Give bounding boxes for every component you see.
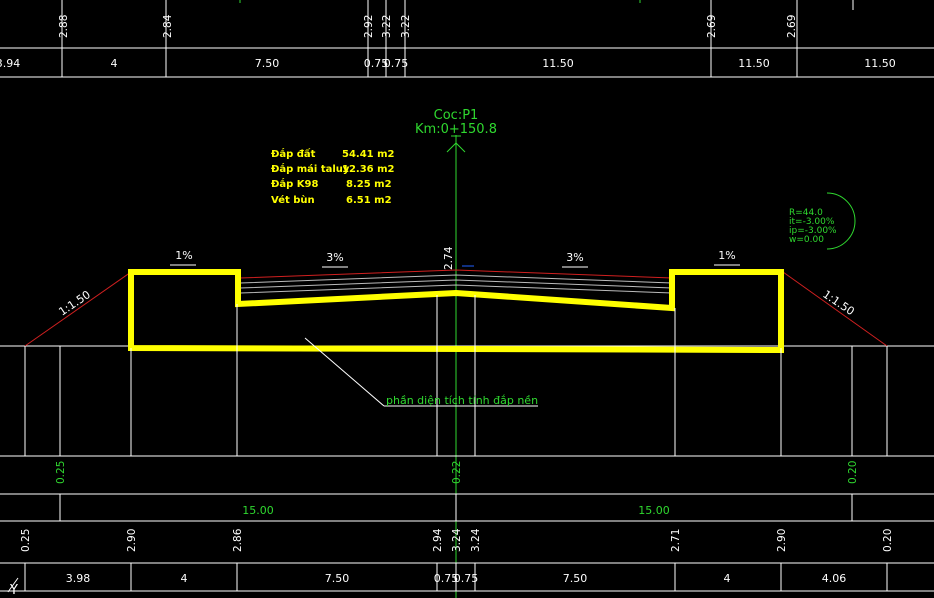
volume-value: 12.36 m2: [342, 164, 395, 175]
volume-label: Vét bùn: [271, 194, 315, 206]
slope-label-left-shoulder: 1%: [175, 249, 192, 262]
top-ruler-row-labels: 3.94 4 7.50 0.75 0.75 11.50 11.50 11.50: [0, 57, 896, 70]
bottom-row-labels: 3.98 4 7.50 0.75 0.75 7.50 4 4.06: [66, 572, 847, 585]
volume-value: 54.41 m2: [342, 149, 395, 160]
ground-elev-label: 0.20: [847, 461, 859, 484]
top-vert-label: 2.69: [706, 15, 718, 38]
volume-label: Đắp đất: [271, 147, 316, 160]
bottom-vert-label: 2.94: [432, 528, 444, 552]
batter-slopes: [24, 271, 888, 347]
ground-elev-label: 0.25: [55, 461, 67, 484]
top-vert-label: 3.22: [381, 15, 393, 38]
centerline: [446, 135, 466, 598]
bottom-row-label: 4: [724, 572, 731, 585]
top-vert-label: 2.92: [363, 15, 375, 38]
bottom-vert-label: 2.86: [232, 528, 244, 552]
bottom-row-label: 7.50: [325, 572, 350, 585]
fill-area-boundary[interactable]: [128, 269, 784, 354]
bottom-vert-label: 0.25: [20, 529, 32, 552]
top-ruler: [0, 0, 934, 78]
top-row-label: 4: [111, 57, 118, 70]
bottom-row-label: 4: [181, 572, 188, 585]
bottom-vert-label: 3.24: [451, 528, 463, 552]
volume-label: Đắp mái taluy: [271, 162, 350, 175]
batter-label-left: 1:1.50: [56, 288, 92, 318]
volume-value: 8.25 m2: [346, 179, 392, 190]
bottom-vert-label: 2.90: [776, 529, 788, 552]
curve-info: R=44.0 it=-3.00% ip=-3.00% w=0.00: [789, 192, 856, 250]
span-labels: 15.00 15.00: [242, 504, 670, 517]
curve-info-line: ip=-3.00%: [789, 226, 837, 236]
top-vert-label: 2.88: [58, 15, 70, 38]
bottom-row-label: 0.75: [454, 572, 479, 585]
top-vert-label: 2.84: [162, 14, 174, 38]
curve-info-line: w=0.00: [789, 235, 824, 245]
top-row-label: 0.75: [384, 57, 409, 70]
top-vert-label: 2.69: [786, 15, 798, 38]
volume-value: 6.51 m2: [346, 195, 392, 206]
leader-text: phần diện tích tính đắp nền: [386, 394, 538, 407]
slope-label-left-lane: 3%: [326, 251, 343, 264]
slope-labels: 1% 3% 3% 1% 1:1.50 1:1.50 2.74: [56, 246, 856, 318]
top-row-label: 11.50: [864, 57, 896, 70]
bottom-vert-label: 0.20: [882, 529, 894, 552]
stake-chainage: Km:0+150.8: [415, 122, 497, 137]
curve-info-line: it=-3.00%: [789, 217, 835, 227]
curve-arc: [826, 192, 856, 250]
stake-name: Coc:P1: [434, 108, 479, 123]
center-height-label: 2.74: [443, 246, 455, 270]
volume-table: Đắp đất 54.41 m2 Đắp mái taluy 12.36 m2 …: [271, 147, 395, 206]
top-row-label: 7.50: [255, 57, 280, 70]
top-row-label: 0.75: [364, 57, 389, 70]
bottom-ruler: [0, 455, 934, 592]
ground-elev-label: 0.22: [451, 461, 463, 484]
top-vert-label: 3.22: [400, 15, 412, 38]
bottom-row-label: 7.50: [563, 572, 588, 585]
span-label: 15.00: [638, 504, 670, 517]
curve-info-line: R=44.0: [789, 208, 823, 218]
bottom-vert-label: 2.71: [670, 529, 682, 552]
station-lines: [24, 295, 888, 456]
bottom-row-label: 0.75: [434, 572, 459, 585]
slope-label-right-lane: 3%: [566, 251, 583, 264]
top-row-label: 11.50: [542, 57, 574, 70]
leader-annotation: phần diện tích tính đắp nền: [304, 337, 538, 407]
ground-elevation-labels: 0.25 0.22 0.20: [55, 461, 859, 484]
volume-label: Đắp K98: [271, 177, 318, 190]
ucs-icon: Y: [7, 577, 19, 598]
ucs-axis-label: Y: [9, 583, 18, 598]
top-row-label: 3.94: [0, 57, 20, 70]
top-row-label: 11.50: [738, 57, 770, 70]
span-label: 15.00: [242, 504, 274, 517]
bottom-vertical-labels: 0.25 2.90 2.86 2.94 3.24 3.24 2.71 2.90 …: [20, 528, 894, 552]
bottom-vert-label: 3.24: [470, 528, 482, 552]
pavement-layers: [239, 265, 673, 294]
bottom-row-label: 3.98: [66, 572, 91, 585]
bottom-row-label: 4.06: [822, 572, 847, 585]
top-ruler-vertical-labels: 2.88 2.84 2.92 3.22 3.22 2.69 2.69: [58, 14, 798, 38]
bottom-vert-label: 2.90: [126, 529, 138, 552]
slope-label-right-shoulder: 1%: [718, 249, 735, 262]
